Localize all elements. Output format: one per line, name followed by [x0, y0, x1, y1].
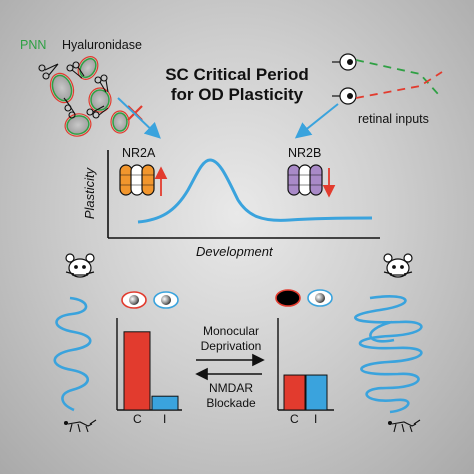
axon-arbor-left: [53, 296, 92, 412]
retina-to-nr2b-arrow: [294, 103, 339, 139]
mouse-icon-left: [65, 253, 95, 278]
bar-right-tick-i: I: [314, 412, 318, 426]
nr2a-receptor-icon: [119, 164, 155, 196]
plasticity-axis-label: Plasticity: [82, 167, 98, 220]
title-line-1: SC Critical Period: [165, 65, 309, 84]
nr2b-label: NR2B: [288, 146, 322, 160]
plasticity-curve: [137, 158, 373, 224]
pnn-neuron-3: [88, 87, 112, 113]
bar-chart-left: [123, 331, 179, 411]
bar-right-tick-c: C: [290, 412, 299, 426]
monocular-label: Monocular: [202, 324, 260, 338]
title-line-2: for OD Plasticity: [170, 85, 304, 104]
eyes-normal-left: [121, 291, 179, 309]
development-axis-label: Development: [196, 244, 273, 259]
hyaluronidase-label: Hyaluronidase: [62, 38, 142, 52]
nr2b-receptor-icon: [287, 164, 323, 196]
pnn-neuron-2: [77, 56, 99, 80]
axon-arbor-right: [354, 295, 423, 414]
left-bar-c: [123, 331, 151, 411]
bar-left-tick-c: C: [133, 412, 142, 426]
retinal-inputs-label: retinal inputs: [358, 112, 429, 126]
scissors-icon: [38, 61, 109, 119]
blockade-label: Blockade: [206, 396, 256, 410]
eyes-deprived-right: [275, 289, 333, 307]
pnn-neuron-4: [64, 113, 92, 137]
green-retinal-input: [355, 59, 439, 95]
nr2a-label: NR2A: [122, 146, 156, 160]
curve-plot-axes: [107, 150, 380, 239]
right-bar-i: [305, 374, 328, 411]
nmdar-label: NMDAR: [209, 381, 253, 395]
eye-icon-bottom: [332, 87, 357, 105]
right-bar-c: [283, 374, 306, 411]
bird-icon-left: [63, 419, 97, 433]
bar-left-tick-i: I: [163, 412, 167, 426]
eye-icon-top: [332, 53, 357, 71]
red-retinal-input: [355, 71, 443, 99]
left-bar-i: [151, 395, 179, 411]
deprivation-label: Deprivation: [200, 339, 262, 353]
pnn-to-nr2a-arrow: [117, 97, 161, 139]
pnn-neuron-5: [110, 110, 130, 134]
pnn-label: PNN: [20, 38, 47, 52]
mouse-icon-right: [383, 253, 413, 278]
bar-chart-right: [283, 374, 328, 411]
bird-icon-right: [387, 419, 421, 433]
